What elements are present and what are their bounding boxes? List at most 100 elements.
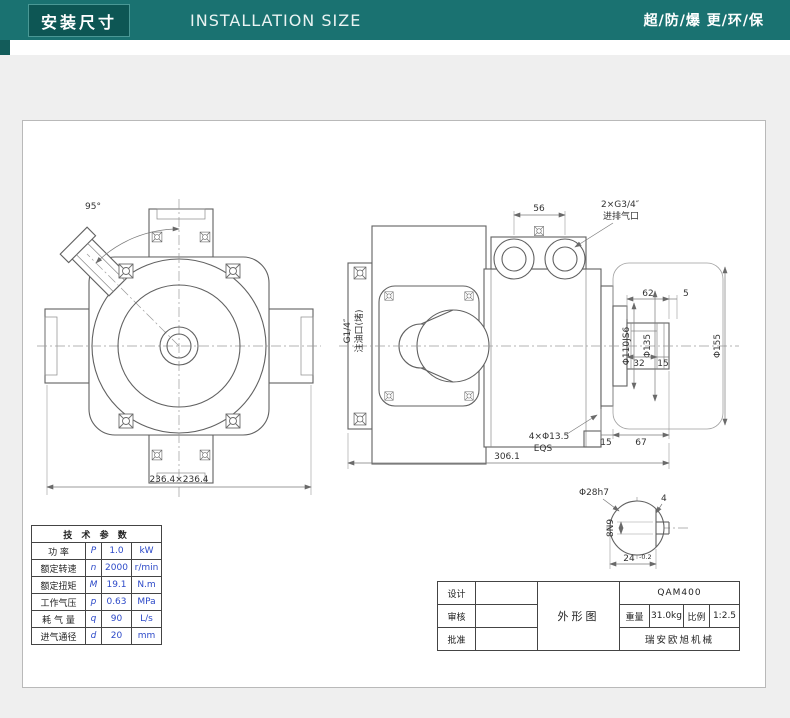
param-unit: L/s [131, 610, 162, 628]
shaft-section-circle [609, 500, 665, 556]
dim-angle: 95° [85, 202, 101, 212]
shaft-detail: 24 -0.2 8N9 Φ28h7 4 [579, 488, 691, 569]
bolt-icon [225, 413, 241, 429]
dim-port-spacing: 56 [533, 204, 545, 214]
bolt-icon [353, 412, 367, 426]
param-value: 2000 [101, 559, 132, 577]
param-name: 耗 气 量 [31, 610, 86, 628]
bolt-icon [151, 449, 163, 461]
content-area: 95° 236.4×236.4 [0, 55, 790, 718]
bolt-icon [199, 231, 211, 243]
dim-front-overall: 236.4×236.4 [149, 475, 208, 485]
bolt-icon [534, 226, 544, 236]
param-row-pressure: 工作气压 p 0.63 MPa [31, 593, 162, 611]
drawing-name: 外形图 [537, 581, 620, 651]
design-signature-cell [475, 581, 538, 605]
bolt-icon [353, 266, 367, 280]
param-symbol: d [85, 627, 102, 645]
header-bar: 安装尺寸 INSTALLATION SIZE 超/防/爆 更/环/保 [0, 0, 790, 40]
dim-flat-tol: -0.2 [639, 553, 652, 561]
dim-step: 5 [683, 289, 689, 299]
param-name: 功 率 [31, 542, 86, 560]
param-unit: N.m [131, 576, 162, 594]
note-ports-spec: 2×G3/4″ [601, 200, 640, 210]
bolt-icon [464, 291, 474, 301]
param-symbol: P [85, 542, 102, 560]
title-block-row-approve: 批准 瑞安欧旭机械 [437, 627, 740, 651]
dim-shaft-length: 62 [642, 289, 653, 299]
param-unit: MPa [131, 593, 162, 611]
params-title-row: 技 术 参 数 [31, 525, 162, 543]
bolt-icon [225, 263, 241, 279]
note-mount-holes: 4×Φ13.5 [529, 432, 569, 442]
param-value: 19.1 [101, 576, 132, 594]
param-name: 工作气压 [31, 593, 86, 611]
dim-shaft-dia: Φ28h7 [579, 488, 609, 498]
scale-value: 1:2.5 [709, 604, 740, 628]
title-block-row-design: 设计 外形图 QAM400 [437, 581, 740, 651]
drawing-canvas: 95° 236.4×236.4 [22, 120, 766, 688]
approve-signature-cell [475, 627, 538, 651]
dim-chamfer: 4 [661, 494, 667, 504]
dim-dia-135: Φ135 [643, 334, 653, 358]
param-name: 额定转速 [31, 559, 86, 577]
params-title: 技 术 参 数 [31, 525, 162, 543]
header-tagline: 超/防/爆 更/环/保 [643, 13, 764, 29]
bolt-icon [118, 413, 134, 429]
header-title-cn: 安装尺寸 [41, 12, 118, 32]
param-value: 90 [101, 610, 132, 628]
param-row-speed: 额定转速 n 2000 r/min [31, 559, 162, 577]
param-unit: mm [131, 627, 162, 645]
title-block: 设计 外形图 QAM400 审核 重量 31.0kg 比例 1:2.5 批准 瑞… [437, 581, 740, 651]
side-body [483, 268, 602, 448]
front-view: 95° 236.4×236.4 [37, 199, 321, 497]
param-value: 0.63 [101, 593, 132, 611]
port-circle [544, 238, 586, 280]
bolt-icon [151, 231, 163, 243]
scale-label: 比例 [683, 604, 710, 628]
note-oil-port-spec: G1/4″ [343, 318, 353, 343]
dim-dia-155: Φ155 [713, 334, 723, 358]
model-number: QAM400 [619, 581, 740, 605]
param-value: 1.0 [101, 542, 132, 560]
param-row-power: 功 率 P 1.0 kW [31, 542, 162, 560]
param-name: 进气通径 [31, 627, 86, 645]
company-name: 瑞安欧旭机械 [619, 627, 740, 651]
dim-spigot-dia: Φ110JS6 [622, 327, 632, 366]
param-symbol: p [85, 593, 102, 611]
param-row-air-consumption: 耗 气 量 q 90 L/s [31, 610, 162, 628]
design-label: 设计 [437, 581, 476, 605]
side-view: 56 2×G3/4″ 进排气口 G1/4″ 注油口(堵) 62 5 Φ110JS… [339, 200, 739, 469]
param-symbol: M [85, 576, 102, 594]
bolt-icon [199, 449, 211, 461]
dim-key-width: 8N9 [606, 519, 616, 537]
bolt-icon [464, 391, 474, 401]
dim-67: 67 [635, 438, 646, 448]
weight-value: 31.0kg [649, 604, 684, 628]
weight-label: 重量 [619, 604, 650, 628]
note-ports-label: 进排气口 [603, 210, 639, 222]
param-name: 额定扭矩 [31, 576, 86, 594]
note-mount-holes-eqs: EQS [534, 444, 553, 454]
title-block-row-review: 审核 重量 31.0kg 比例 1:2.5 [437, 604, 740, 628]
header-badge: 安装尺寸 [28, 4, 131, 37]
dim-key-length: 32 [633, 359, 644, 369]
dim-15: 15 [600, 438, 611, 448]
port-circle [493, 238, 535, 280]
param-symbol: n [85, 559, 102, 577]
param-row-inlet-diameter: 进气通径 d 20 mm [31, 627, 162, 645]
review-label: 审核 [437, 604, 476, 628]
review-signature-cell [475, 604, 538, 628]
bolt-icon [118, 263, 134, 279]
param-row-torque: 额定扭矩 M 19.1 N.m [31, 576, 162, 594]
technical-drawing: 95° 236.4×236.4 [37, 199, 739, 569]
bolt-icon [384, 291, 394, 301]
param-symbol: q [85, 610, 102, 628]
note-oil-port-label: 注油口(堵) [353, 309, 365, 352]
header-notch [0, 40, 10, 55]
param-value: 20 [101, 627, 132, 645]
param-unit: kW [131, 542, 162, 560]
header-title-en: INSTALLATION SIZE [190, 10, 362, 30]
dim-flat-height: 24 [623, 554, 635, 564]
dim-shaft-15: 15 [657, 359, 668, 369]
